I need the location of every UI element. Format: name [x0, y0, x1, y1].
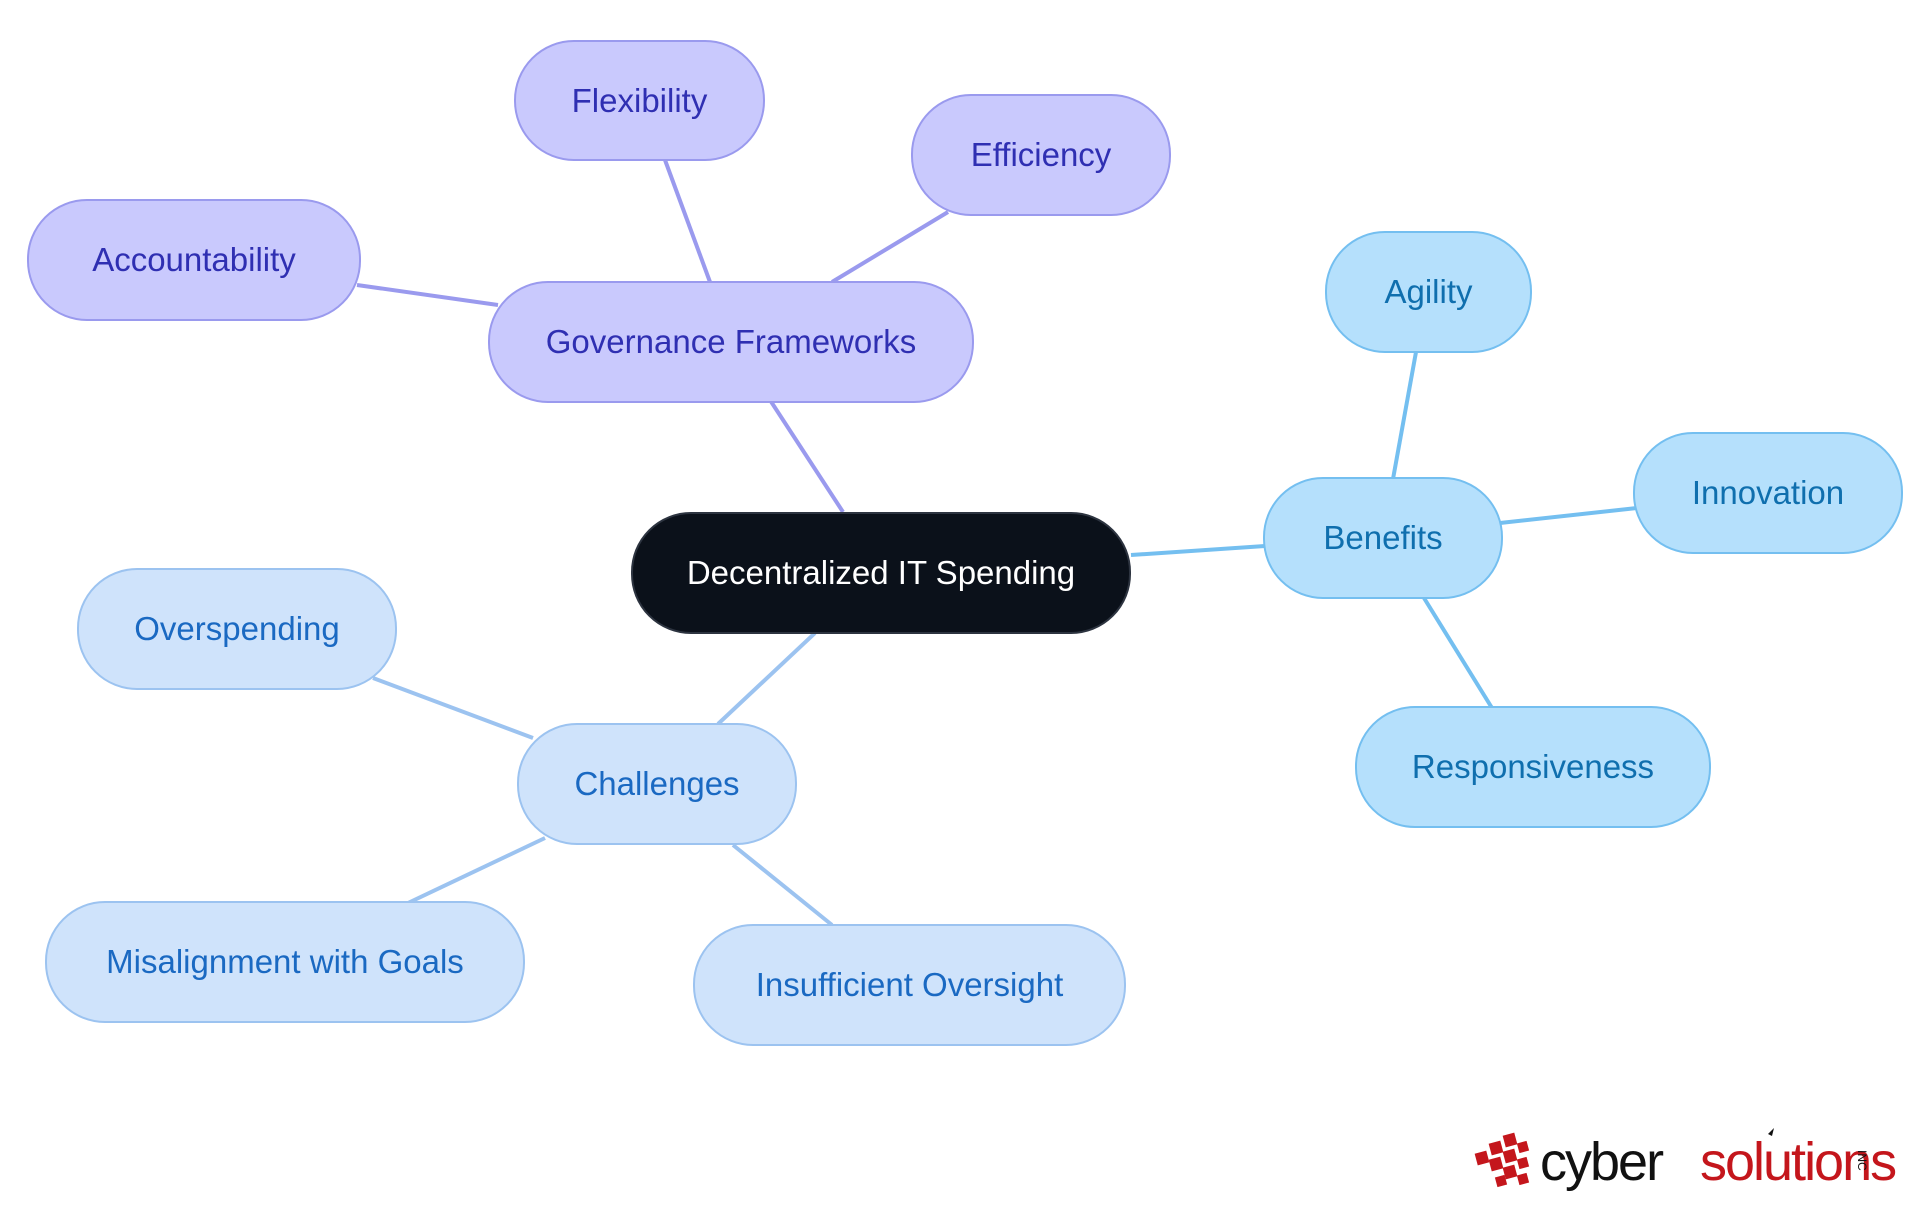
innovation-node: Innovation: [1633, 432, 1903, 554]
root-node: Decentralized IT Spending: [631, 512, 1131, 634]
edge-governance-accountability: [356, 283, 499, 307]
accountability-node: Accountability: [27, 199, 361, 321]
edge-benefits-innovation: [1499, 506, 1638, 525]
company-logo: cyber solutions INC: [1468, 1128, 1897, 1198]
logo-suffix-inc: INC: [1855, 1150, 1869, 1171]
edge-root-benefits: [1130, 544, 1266, 557]
flexibility-node: Flexibility: [514, 40, 765, 161]
logo-word-cyber: cyber: [1540, 1132, 1664, 1192]
edge-governance-efficiency: [830, 210, 950, 284]
logo-mark-icon: [1474, 1128, 1774, 1188]
edge-challenges-misalignment: [407, 836, 546, 905]
logo-word-solutions: solutions: [1700, 1132, 1897, 1192]
agility-node: Agility: [1325, 231, 1532, 353]
edge-challenges-overspending: [372, 676, 534, 740]
edge-governance-flexibility: [663, 159, 712, 283]
efficiency-node: Efficiency: [911, 94, 1171, 216]
edge-challenges-oversight: [731, 843, 834, 927]
edge-root-governance: [768, 398, 845, 514]
challenges-node: Challenges: [517, 723, 797, 845]
edge-benefits-responsiveness: [1422, 596, 1494, 710]
responsiveness-node: Responsiveness: [1355, 706, 1711, 828]
misalignment-with-goals-node: Misalignment with Goals: [45, 901, 525, 1023]
edge-benefits-agility: [1391, 351, 1418, 480]
insufficient-oversight-node: Insufficient Oversight: [693, 924, 1126, 1046]
governance-frameworks-node: Governance Frameworks: [488, 281, 974, 403]
benefits-node: Benefits: [1263, 477, 1503, 599]
overspending-node: Overspending: [77, 568, 397, 690]
edge-root-challenges: [716, 631, 817, 726]
